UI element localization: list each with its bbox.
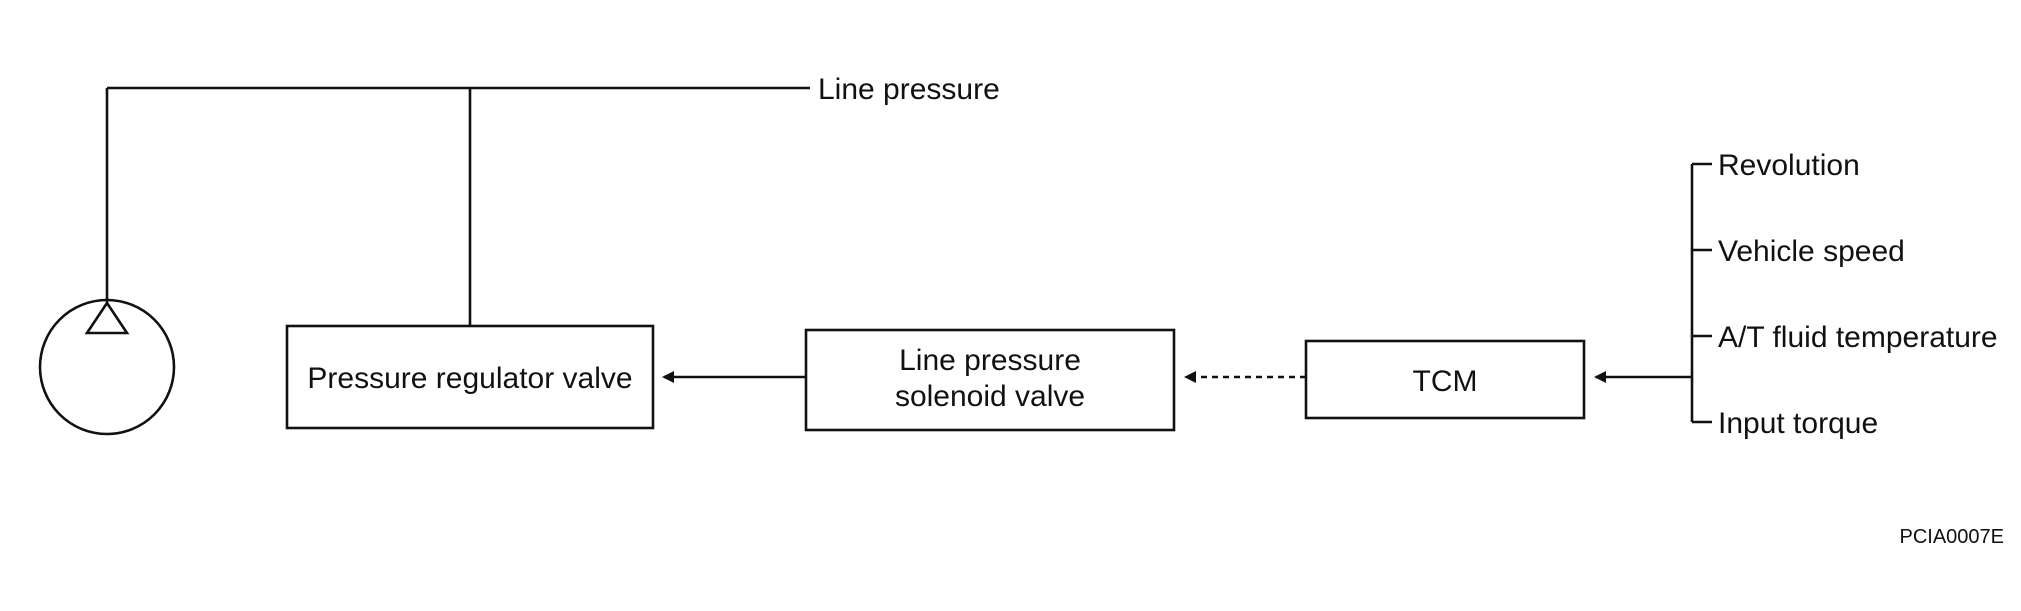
input-fluid-temperature-label: A/T fluid temperature xyxy=(1718,321,1998,354)
pressure-regulator-valve-block: Pressure regulator valve xyxy=(285,324,655,430)
solenoid-valve-label-line2: solenoid valve xyxy=(895,380,1085,413)
pump-circle xyxy=(38,298,176,436)
tcm-box xyxy=(1304,339,1586,420)
pressure-regulator-valve-box xyxy=(285,324,655,430)
figure-code-label: PCIA0007E xyxy=(1899,526,2004,548)
input-signals-bus: Revolution Vehicle speed A/T fluid tempe… xyxy=(1690,149,1998,440)
solenoid-valve-label-line1: Line pressure xyxy=(899,344,1081,377)
line-pressure-label: Line pressure xyxy=(818,73,1000,106)
oil-pump-symbol xyxy=(38,298,176,436)
line-pressure-solenoid-valve-block: Line pressure solenoid valve xyxy=(804,328,1176,432)
pressure-regulator-valve-label: Pressure regulator valve xyxy=(307,362,632,395)
tcm-block: TCM xyxy=(1304,339,1586,420)
pump-triangle-icon xyxy=(84,300,130,335)
input-vehicle-speed-label: Vehicle speed xyxy=(1718,235,1905,268)
input-revolution-label: Revolution xyxy=(1718,149,1860,182)
tcm-label: TCM xyxy=(1413,365,1478,398)
input-torque-label: Input torque xyxy=(1718,407,1878,440)
line-pressure-solenoid-valve-box xyxy=(804,328,1176,432)
